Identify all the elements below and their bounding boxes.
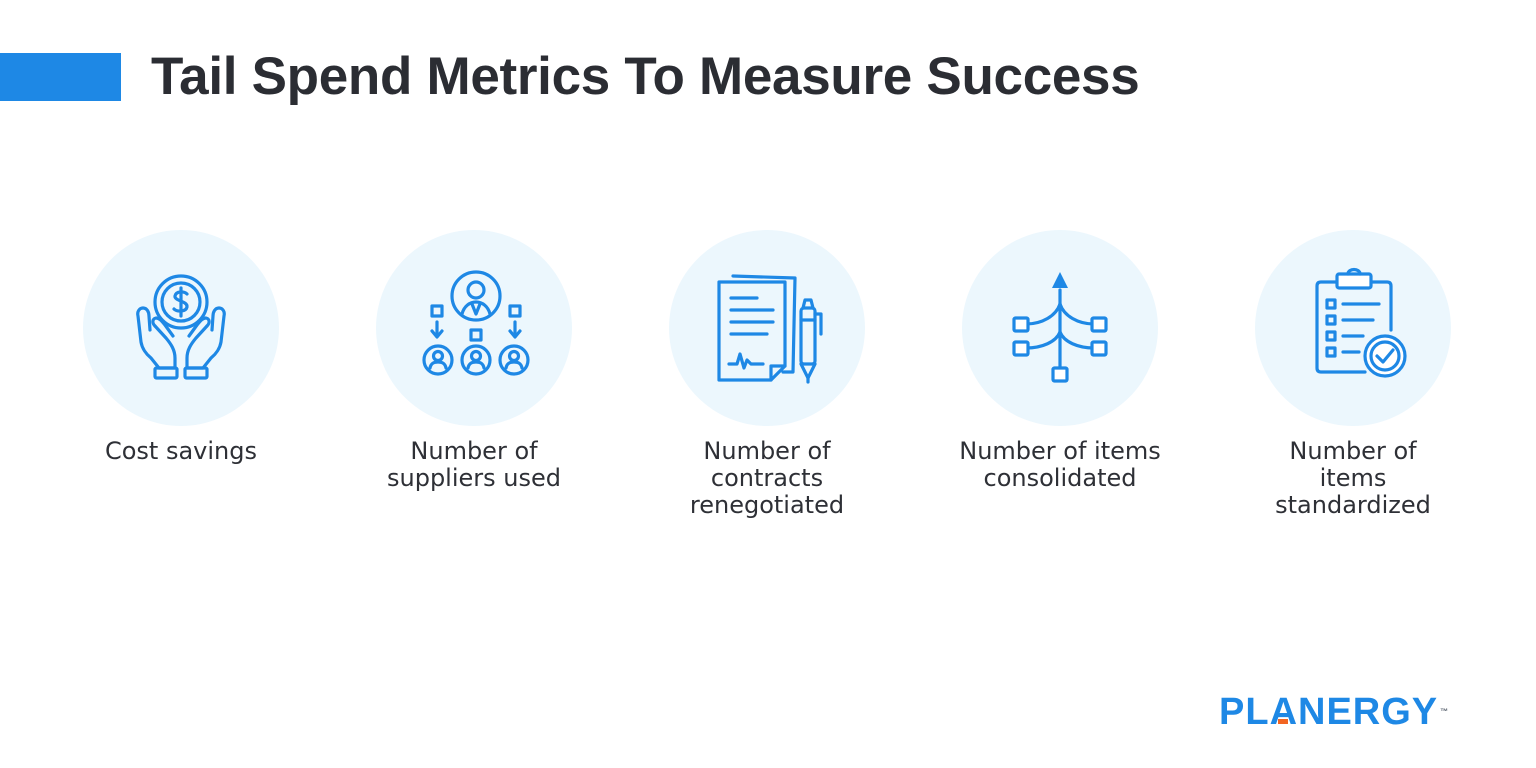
metric-icon-circle xyxy=(83,230,279,426)
clipboard-checklist-icon xyxy=(1315,267,1407,378)
metric-icon-circle xyxy=(376,230,572,426)
logo-text-part2: NERGY xyxy=(1298,691,1439,733)
metrics-row: Cost savings xyxy=(0,228,1536,548)
metric-label: Cost savings xyxy=(104,437,257,465)
metric-item-cost-savings: Cost savings xyxy=(61,228,301,548)
contract-with-pen-icon xyxy=(717,274,823,384)
metric-icon-circle xyxy=(962,230,1158,426)
metric-label: Number of suppliers used xyxy=(387,437,561,492)
logo-text-part1: PL xyxy=(1219,691,1270,733)
trademark-symbol: ™ xyxy=(1440,707,1449,716)
metric-item-suppliers-used: Number of suppliers used xyxy=(354,228,594,548)
metric-label: Number of contracts renegotiated xyxy=(689,437,845,519)
hands-holding-coin-icon xyxy=(136,274,226,380)
supplier-hierarchy-icon xyxy=(422,270,530,376)
page-title: Tail Spend Metrics To Measure Success xyxy=(151,47,1140,106)
metric-item-items-consolidated: Number of items consolidated xyxy=(940,228,1180,548)
metric-icon-circle xyxy=(1255,230,1451,426)
metric-icon-circle xyxy=(669,230,865,426)
branches-merge-icon xyxy=(1012,272,1108,383)
logo-text-a: A xyxy=(1269,691,1299,733)
metric-item-items-standardized: Number of items standardized xyxy=(1233,228,1473,548)
metric-label: Number of items consolidated xyxy=(959,437,1161,492)
title-accent-bar xyxy=(0,53,121,101)
metric-label: Number of items standardized xyxy=(1275,437,1431,519)
metric-item-contracts-renegotiated: Number of contracts renegotiated xyxy=(647,228,887,548)
